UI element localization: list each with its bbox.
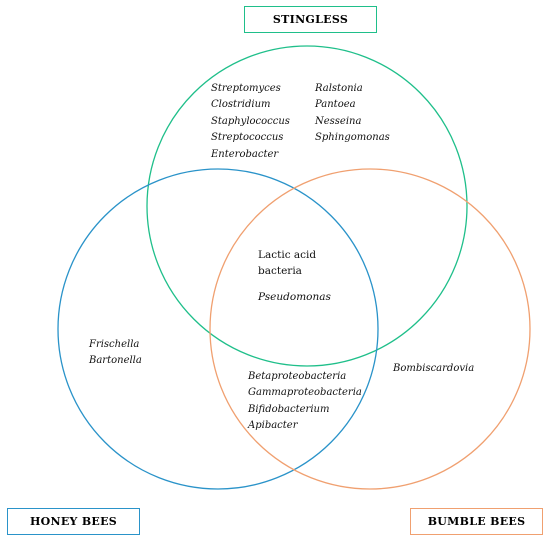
taxon-item: Ralstonia	[315, 83, 363, 94]
bumble-bees-label-text: BUMBLE BEES	[427, 515, 526, 528]
taxon-item: Pantoea	[315, 99, 356, 111]
taxon-item: Apibacter	[248, 420, 298, 432]
taxon-item: Betaproteobacteria	[248, 371, 347, 382]
honey-bees-label: HONEY BEES	[7, 508, 140, 535]
stingless-label: STINGLESS	[244, 6, 377, 33]
bumble-bees-circle	[209, 168, 531, 490]
taxon-item: Enterobacter	[211, 148, 279, 160]
stingless-only-list-right: Ralstonia Pantoea Nesseina Sphingomonas	[315, 81, 390, 147]
taxon-item: Sphingomonas	[315, 132, 390, 144]
stingless-label-text: STINGLESS	[272, 13, 349, 26]
bumble-bees-only-list: Bombiscardovia	[393, 361, 474, 377]
honey-bees-circle	[57, 168, 379, 490]
taxon-item: Streptococcus	[211, 132, 284, 144]
pseudomonas-label: Pseudomonas	[258, 290, 331, 303]
honey-bees-only-list: Frischella Bartonella	[89, 337, 142, 370]
stingless-only-list-left: Streptomyces Clostridium Staphylococcus …	[211, 81, 290, 163]
taxon-item: Bombiscardovia	[393, 363, 475, 374]
stingless-circle	[146, 45, 468, 367]
taxon-item: Nesseina	[315, 115, 362, 127]
lactic-acid-line2: bacteria	[258, 265, 302, 278]
taxon-item: Gammaproteobacteria	[248, 387, 362, 399]
taxon-item: Bartonella	[89, 355, 142, 367]
all-three-overlap: Lactic acid bacteria Pseudomonas	[258, 247, 348, 305]
honey-bees-label-text: HONEY BEES	[29, 515, 118, 528]
bumble-bees-label: BUMBLE BEES	[410, 508, 543, 535]
taxon-item: Frischella	[89, 339, 140, 350]
taxon-item: Streptomyces	[211, 83, 281, 94]
taxon-item: Bifidobacterium	[248, 403, 330, 415]
lactic-acid-line1: Lactic acid	[258, 249, 317, 261]
honey-bumble-overlap-list: Betaproteobacteria Gammaproteobacteria B…	[248, 369, 362, 435]
taxon-item: Staphylococcus	[211, 115, 290, 127]
taxon-item: Clostridium	[211, 99, 271, 111]
